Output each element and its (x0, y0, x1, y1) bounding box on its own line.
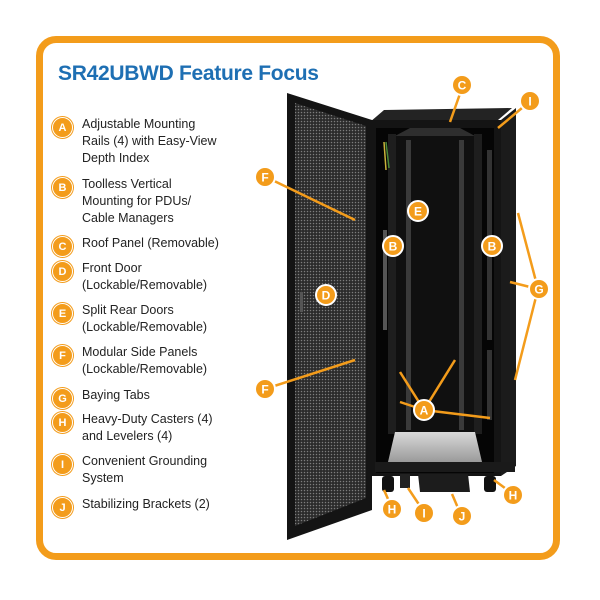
callout-b-right: B (481, 235, 503, 257)
callout-i-bottom: I (413, 502, 435, 524)
rack-body (367, 108, 516, 492)
legend-badge-a: A (52, 117, 73, 138)
callout-a-label: A (420, 404, 429, 418)
legend-item-b: B Toolless Vertical Mounting for PDUs/ C… (52, 176, 252, 227)
callout-a: A (413, 399, 435, 421)
legend-badge-g: G (52, 388, 73, 409)
legend-text-j: Stabilizing Brackets (2) (82, 497, 210, 511)
legend-item-j: J Stabilizing Brackets (2) (52, 496, 252, 518)
callout-d: D (315, 284, 337, 306)
callout-g-label: G (534, 283, 543, 297)
callout-c: C (451, 74, 473, 96)
callout-d-label: D (322, 289, 331, 303)
callout-f-bottom: F (254, 378, 276, 400)
callout-i-top-label: I (528, 95, 531, 109)
legend-badge-b: B (52, 177, 73, 198)
legend-text-h: Heavy-Duty Casters (4) and Levelers (4) (82, 412, 213, 443)
legend-badge-d: D (52, 261, 73, 282)
callout-h-right-label: H (509, 489, 518, 503)
legend-badge-h: H (52, 412, 73, 433)
legend-badge-j: J (52, 497, 73, 518)
legend-item-a: A Adjustable Mounting Rails (4) with Eas… (52, 116, 252, 167)
callout-h-right: H (502, 484, 524, 506)
callout-f-top: F (254, 166, 276, 188)
legend-text-f: Modular Side Panels (Lockable/Removable) (82, 345, 208, 376)
callout-c-label: C (458, 79, 467, 93)
callout-i-top: I (519, 90, 541, 112)
legend-item-c: C Roof Panel (Removable) (52, 235, 252, 257)
callout-i-bottom-label: I (422, 507, 425, 521)
legend-text-e: Split Rear Doors (Lockable/Removable) (82, 303, 208, 334)
callout-j-label: J (459, 510, 466, 524)
page-title: SR42UBWD Feature Focus (58, 62, 319, 85)
legend-text-i: Convenient Grounding System (82, 454, 208, 485)
callout-b-right-label: B (488, 240, 497, 254)
callout-e: E (407, 200, 429, 222)
callout-g: G (528, 278, 550, 300)
legend-item-e: E Split Rear Doors (Lockable/Removable) (52, 302, 252, 336)
legend-item-g: G Baying Tabs (52, 387, 252, 409)
legend-text-g: Baying Tabs (82, 388, 150, 402)
legend-badge-i: I (52, 454, 73, 475)
legend-text-d: Front Door (Lockable/Removable) (82, 261, 208, 292)
callout-h-left-label: H (388, 503, 397, 517)
legend-text-b: Toolless Vertical Mounting for PDUs/ Cab… (82, 177, 192, 225)
callout-f-top-label: F (261, 171, 268, 185)
callout-h-left: H (381, 498, 403, 520)
legend-text-c: Roof Panel (Removable) (82, 236, 219, 250)
legend-badge-c: C (52, 236, 73, 257)
front-door (287, 93, 372, 540)
legend-text-a: Adjustable Mounting Rails (4) with Easy-… (82, 117, 217, 165)
callout-e-label: E (414, 205, 422, 219)
callout-b-left-label: B (389, 240, 398, 254)
leader-lines (267, 87, 540, 516)
legend-item-h: H Heavy-Duty Casters (4) and Levelers (4… (52, 411, 252, 445)
legend-item-i: I Convenient Grounding System (52, 453, 252, 487)
legend-badge-e: E (52, 303, 73, 324)
callout-f-bottom-label: F (261, 383, 268, 397)
callout-j: J (451, 505, 473, 527)
callout-b-left: B (382, 235, 404, 257)
legend-item-d: D Front Door (Lockable/Removable) (52, 260, 252, 294)
legend-item-f: F Modular Side Panels (Lockable/Removabl… (52, 344, 252, 378)
legend-badge-f: F (52, 345, 73, 366)
